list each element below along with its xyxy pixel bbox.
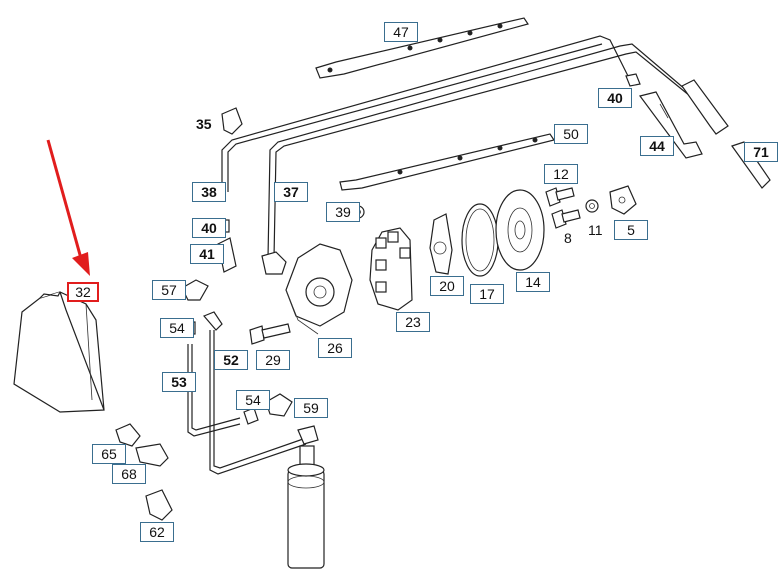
red-pointer-arrow [46, 139, 90, 276]
part-68-clamp[interactable] [135, 443, 169, 467]
part-47-cable-bracket[interactable] [315, 17, 529, 79]
part-57-boot[interactable] [181, 279, 209, 301]
part-26-distributor-housing[interactable] [285, 243, 353, 335]
callout-68[interactable]: 68 [112, 464, 146, 484]
callout-39[interactable]: 39 [326, 202, 360, 222]
part-17-seal-ring[interactable] [461, 203, 499, 277]
part-50-cable-bracket[interactable] [339, 133, 555, 191]
callout-32-selected[interactable]: 32 [67, 282, 99, 302]
callout-47[interactable]: 47 [384, 22, 418, 42]
part-40-connector-top[interactable] [625, 73, 641, 87]
callout-26[interactable]: 26 [318, 338, 352, 358]
callout-12[interactable]: 12 [544, 164, 578, 184]
callout-52[interactable]: 52 [214, 350, 248, 370]
label-8[interactable]: 8 [564, 230, 572, 246]
callout-38[interactable]: 38 [192, 182, 226, 202]
callout-17[interactable]: 17 [470, 284, 504, 304]
callout-40-top[interactable]: 40 [598, 88, 632, 108]
part-44-plug-connector[interactable] [638, 91, 703, 159]
part-11-washer[interactable] [585, 199, 599, 213]
part-20-rotor[interactable] [429, 213, 453, 275]
callout-14[interactable]: 14 [516, 272, 550, 292]
label-11[interactable]: 11 [588, 222, 603, 238]
callout-54-upper[interactable]: 54 [160, 318, 194, 338]
callout-65[interactable]: 65 [92, 444, 126, 464]
part-5-bracket[interactable] [609, 185, 637, 215]
ignition-cables [221, 35, 691, 259]
callout-59[interactable]: 59 [294, 398, 328, 418]
callout-62[interactable]: 62 [140, 522, 174, 542]
callout-23[interactable]: 23 [396, 312, 430, 332]
part-62-clip[interactable] [145, 489, 173, 521]
ignition-coil[interactable] [287, 425, 325, 569]
part-23-distributor-cap[interactable] [369, 227, 413, 311]
part-14-pulley[interactable] [495, 189, 545, 271]
callout-29[interactable]: 29 [256, 350, 290, 370]
part-12-bolt[interactable] [545, 187, 575, 207]
callout-54-lower[interactable]: 54 [236, 390, 270, 410]
part-37-plug-boot[interactable] [261, 251, 287, 275]
part-35-clip[interactable] [221, 107, 243, 135]
callout-71[interactable]: 71 [744, 142, 778, 162]
part-32-cover[interactable] [13, 291, 105, 413]
callout-41[interactable]: 41 [190, 244, 224, 264]
callout-44[interactable]: 44 [640, 136, 674, 156]
callout-50[interactable]: 50 [554, 124, 588, 144]
part-8-bolt[interactable] [551, 209, 581, 229]
part-52-cable [202, 311, 307, 475]
label-35[interactable]: 35 [196, 116, 212, 132]
part-54-terminal-lower[interactable] [243, 407, 259, 425]
callout-53[interactable]: 53 [162, 372, 196, 392]
part-71-spark-plug[interactable] [681, 79, 771, 189]
part-59-boot[interactable] [265, 393, 293, 417]
callout-40-left[interactable]: 40 [192, 218, 226, 238]
callout-57[interactable]: 57 [152, 280, 186, 300]
callout-5[interactable]: 5 [614, 220, 648, 240]
part-29-screw[interactable] [249, 323, 291, 345]
part-65-clip[interactable] [115, 423, 141, 447]
callout-20[interactable]: 20 [430, 276, 464, 296]
callout-37[interactable]: 37 [274, 182, 308, 202]
